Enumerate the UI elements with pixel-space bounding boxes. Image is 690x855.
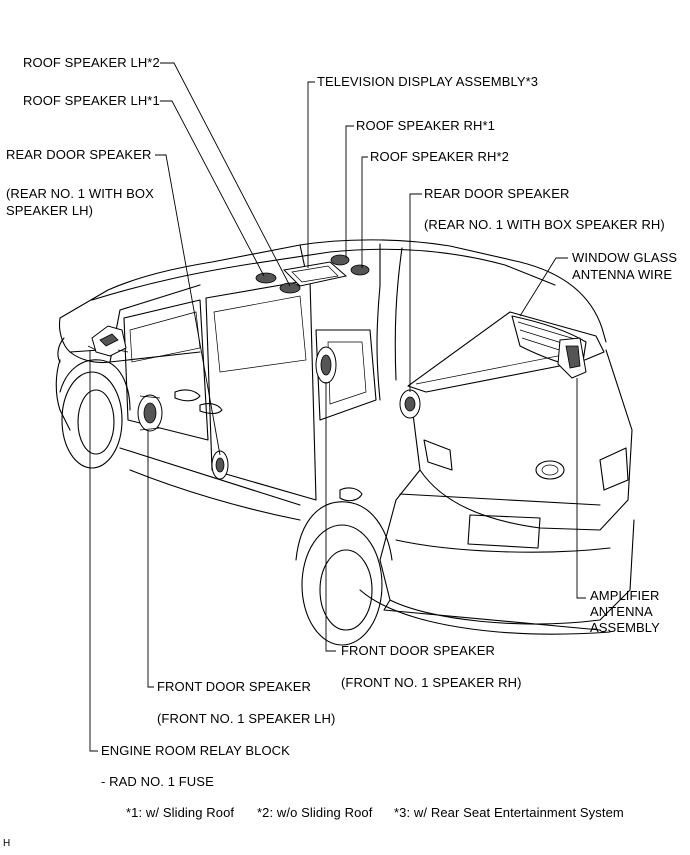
label-rear-door-speaker-rh: REAR DOOR SPEAKER — [424, 186, 570, 201]
label-window-glass-line1: WINDOW GLASS — [572, 250, 678, 265]
label-amplifier-line2: ANTENNA — [590, 604, 653, 619]
leader-engine-room-relay-block — [89, 350, 98, 752]
leader-television-display — [307, 81, 315, 268]
footnote-rear-seat-entertainment: *3: w/ Rear Seat Entertainment System — [394, 805, 624, 820]
label-amplifier-line3: ASSEMBLY — [590, 620, 660, 635]
front-door-speaker-rh-part — [315, 346, 337, 384]
leader-front-door-speaker-lh — [147, 430, 154, 688]
label-roof-speaker-rh-2: ROOF SPEAKER RH*2 — [370, 149, 509, 164]
label-roof-speaker-lh-2: ROOF SPEAKER LH*2 — [23, 55, 160, 70]
label-amplifier-line1: AMPLIFIER — [590, 588, 660, 603]
leader-roof-speaker-rh-1 — [345, 125, 354, 258]
leader-lines — [89, 62, 586, 752]
footnote-sliding-roof: *1: w/ Sliding Roof — [126, 805, 235, 820]
label-front-door-speaker-lh: FRONT DOOR SPEAKER — [157, 679, 311, 694]
vehicle-body — [55, 239, 635, 646]
label-television-display: TELEVISION DISPLAY ASSEMBLY*3 — [317, 74, 539, 89]
amplifier-antenna-part — [557, 337, 587, 379]
label-roof-speaker-rh-1: ROOF SPEAKER RH*1 — [356, 118, 495, 133]
label-engine-room-relay-block: ENGINE ROOM RELAY BLOCK — [101, 743, 290, 758]
leader-window-glass-antenna — [519, 257, 568, 317]
roof-speaker-rh-1-part — [330, 254, 350, 266]
roof-speaker-lh-1-part — [255, 272, 277, 284]
front-door-speaker-lh-part — [137, 394, 163, 432]
label-front-no1-speaker-rh: (FRONT NO. 1 SPEAKER RH) — [341, 675, 522, 690]
leader-rear-door-speaker-lh — [155, 154, 221, 456]
label-rear-door-speaker-lh: REAR DOOR SPEAKER — [6, 147, 152, 162]
engine-room-relay-block-part — [87, 325, 129, 357]
roof-speaker-lh-2-part — [279, 282, 301, 294]
rear-door-speaker-lh-part — [211, 450, 229, 480]
leader-roof-speaker-rh-2 — [361, 156, 368, 268]
television-display-part — [282, 261, 348, 287]
label-front-no1-speaker-lh: (FRONT NO. 1 SPEAKER LH) — [157, 711, 336, 726]
leader-amplifier-antenna — [576, 378, 586, 599]
roof-speaker-rh-2-part — [350, 264, 370, 276]
label-window-glass-line2: ANTENNA WIRE — [572, 267, 673, 282]
label-rad-no1-fuse: - RAD NO. 1 FUSE — [101, 774, 214, 789]
leader-roof-speaker-lh-2 — [160, 62, 291, 287]
label-rear-no1-box-lh-line1: (REAR NO. 1 WITH BOX — [6, 186, 154, 201]
label-roof-speaker-lh-1: ROOF SPEAKER LH*1 — [23, 93, 160, 108]
leader-rear-door-speaker-rh — [409, 193, 422, 392]
label-front-door-speaker-rh: FRONT DOOR SPEAKER — [341, 643, 495, 658]
corner-mark: H — [3, 838, 11, 849]
leader-roof-speaker-lh-1 — [160, 100, 265, 277]
label-rear-no1-box-rh: (REAR NO. 1 WITH BOX SPEAKER RH) — [424, 217, 665, 232]
rear-door-speaker-rh-part — [399, 389, 421, 419]
components — [87, 254, 587, 480]
footnote-no-sliding-roof: *2: w/o Sliding Roof — [257, 805, 373, 820]
label-rear-no1-box-lh-line2: SPEAKER LH) — [6, 203, 94, 218]
leader-front-door-speaker-rh — [325, 382, 336, 652]
